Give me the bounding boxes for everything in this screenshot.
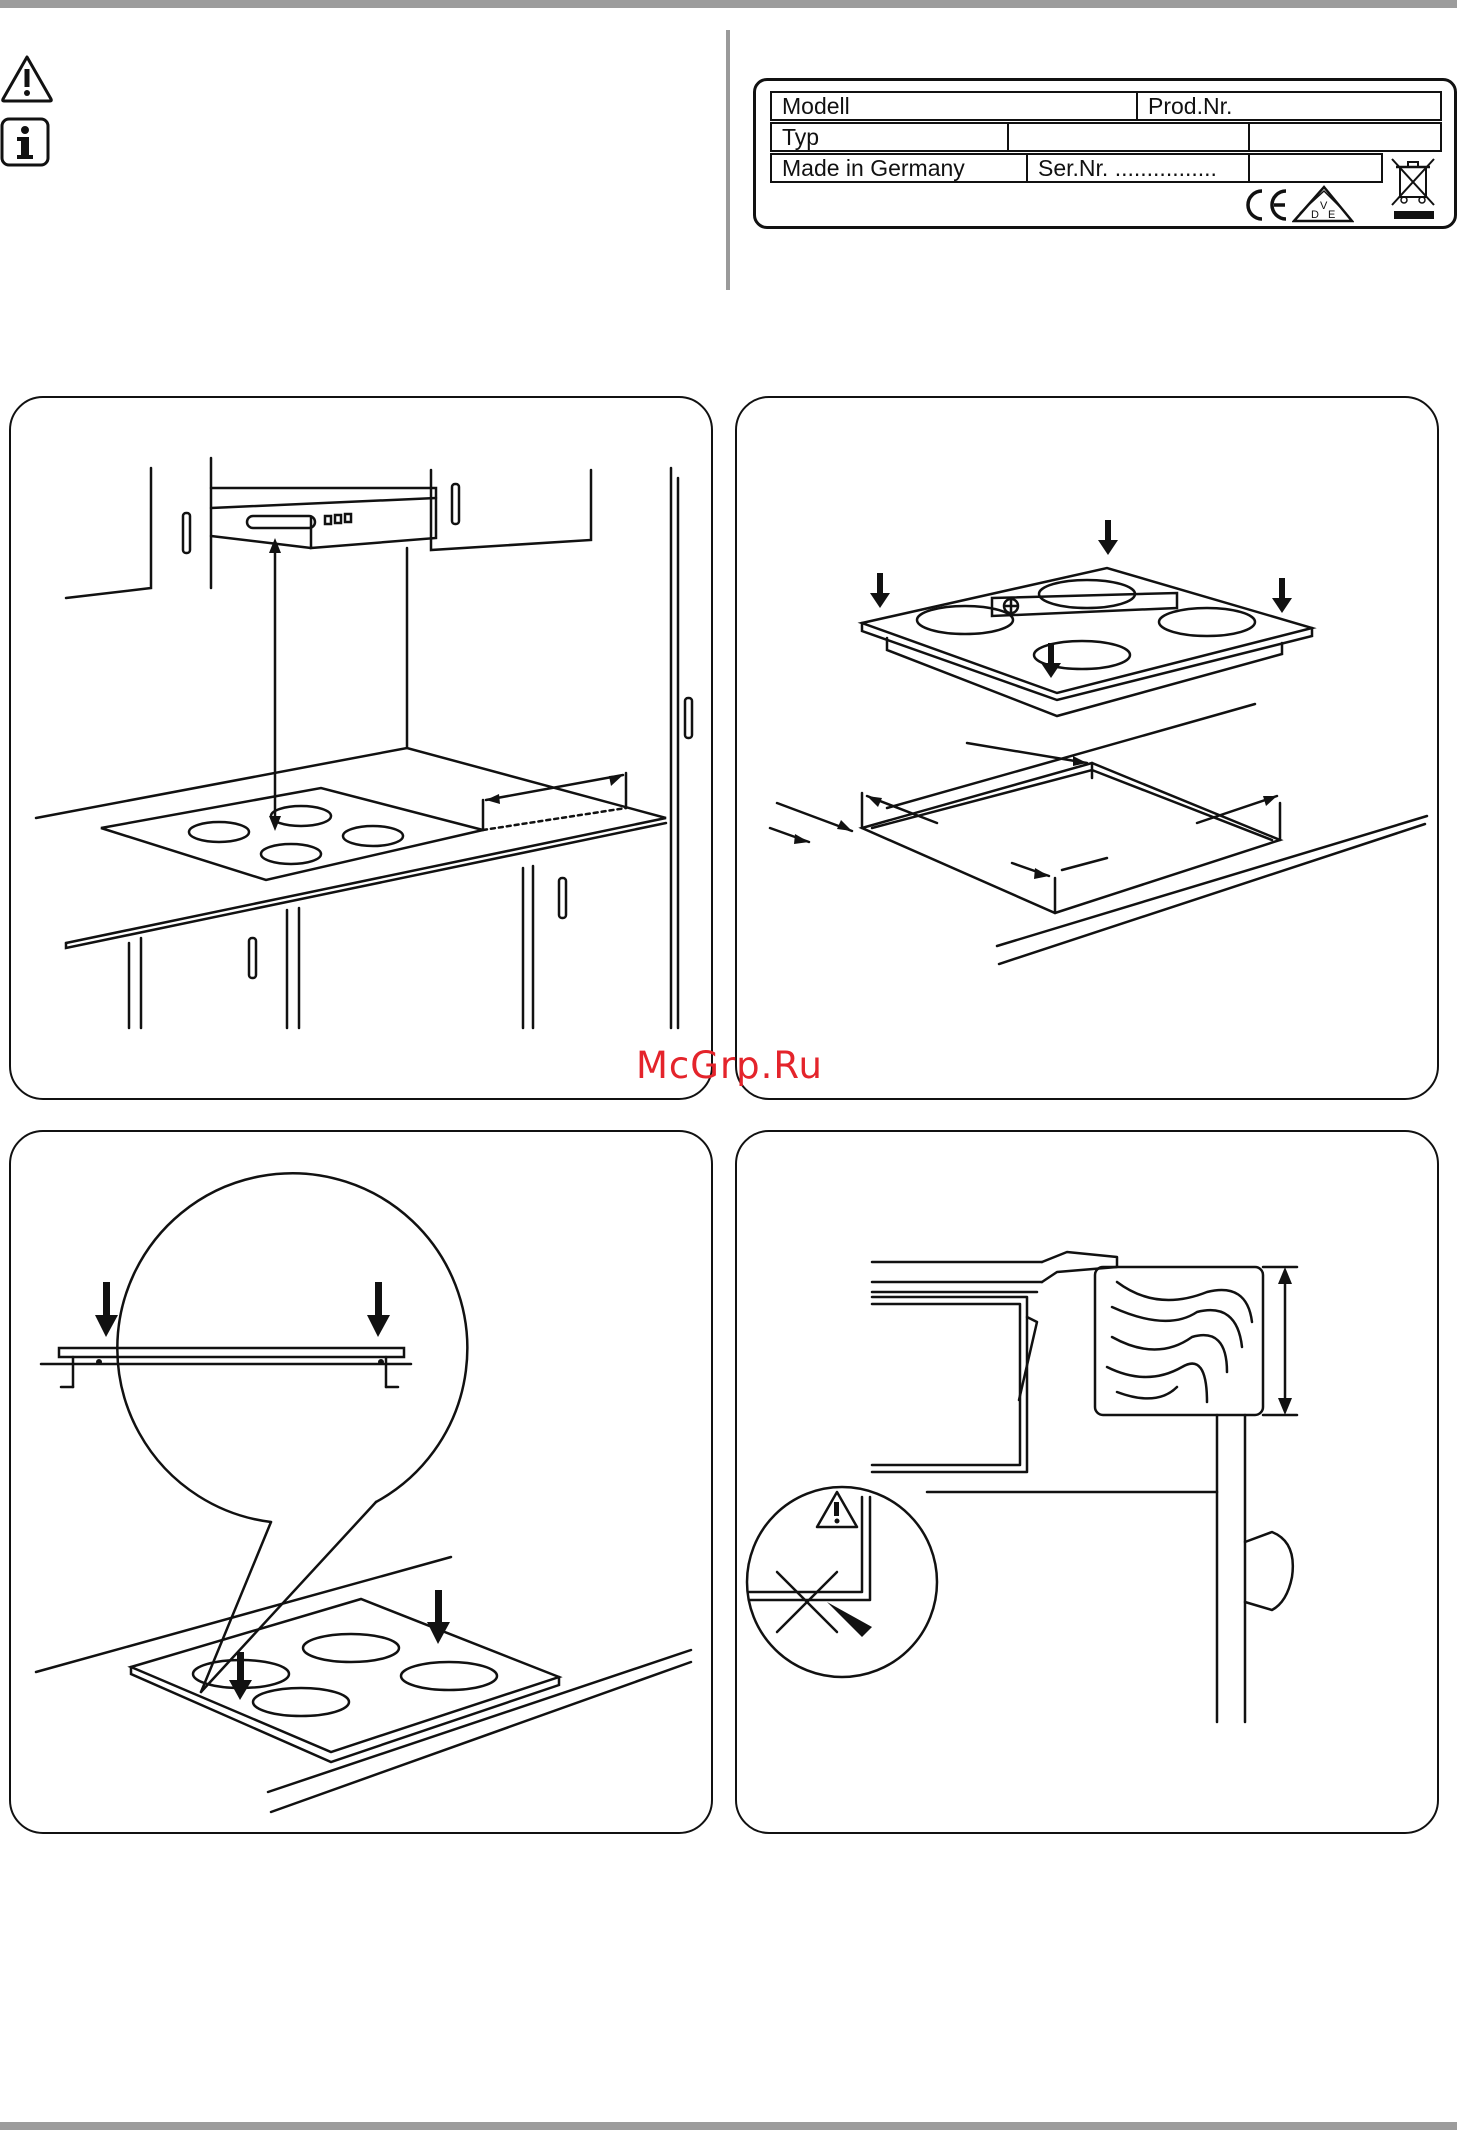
svg-text:D: D [1311, 209, 1319, 221]
rating-plate-row: Modell Prod.Nr. [770, 91, 1442, 121]
rating-plate: Modell Prod.Nr. Typ Made in Germany Ser.… [753, 78, 1457, 229]
info-icon [0, 117, 52, 169]
ce-mark [1244, 187, 1290, 223]
column-separator [726, 30, 730, 290]
rating-plate-row: Made in Germany Ser.Nr. ................ [770, 153, 1383, 183]
prod-nr-label: Prod.Nr. [1136, 93, 1442, 119]
modell-label: Modell [772, 93, 1136, 119]
warning-icon [0, 54, 54, 104]
figure-edge-profile [735, 1130, 1439, 1834]
figure-seal-detail [9, 1130, 713, 1834]
svg-text:V: V [1320, 200, 1328, 212]
made-in-label: Made in Germany [772, 155, 1026, 181]
typ-extra [1248, 124, 1442, 150]
top-rule [0, 0, 1457, 8]
weee-bin-icon [1388, 155, 1438, 221]
ser-nr-extra [1248, 155, 1383, 181]
figure-hood-clearance [9, 396, 713, 1100]
watermark-text: McGrp.Ru [636, 1044, 823, 1087]
rating-plate-row: Typ [770, 122, 1442, 152]
figure-cutout-dimensions [735, 396, 1439, 1100]
typ-value [1007, 124, 1248, 150]
vde-mark: V D E [1292, 183, 1354, 223]
bottom-rule [0, 2122, 1457, 2130]
ser-nr-label: Ser.Nr. ................ [1026, 155, 1248, 181]
typ-label: Typ [772, 124, 1007, 150]
svg-text:E: E [1328, 209, 1335, 221]
